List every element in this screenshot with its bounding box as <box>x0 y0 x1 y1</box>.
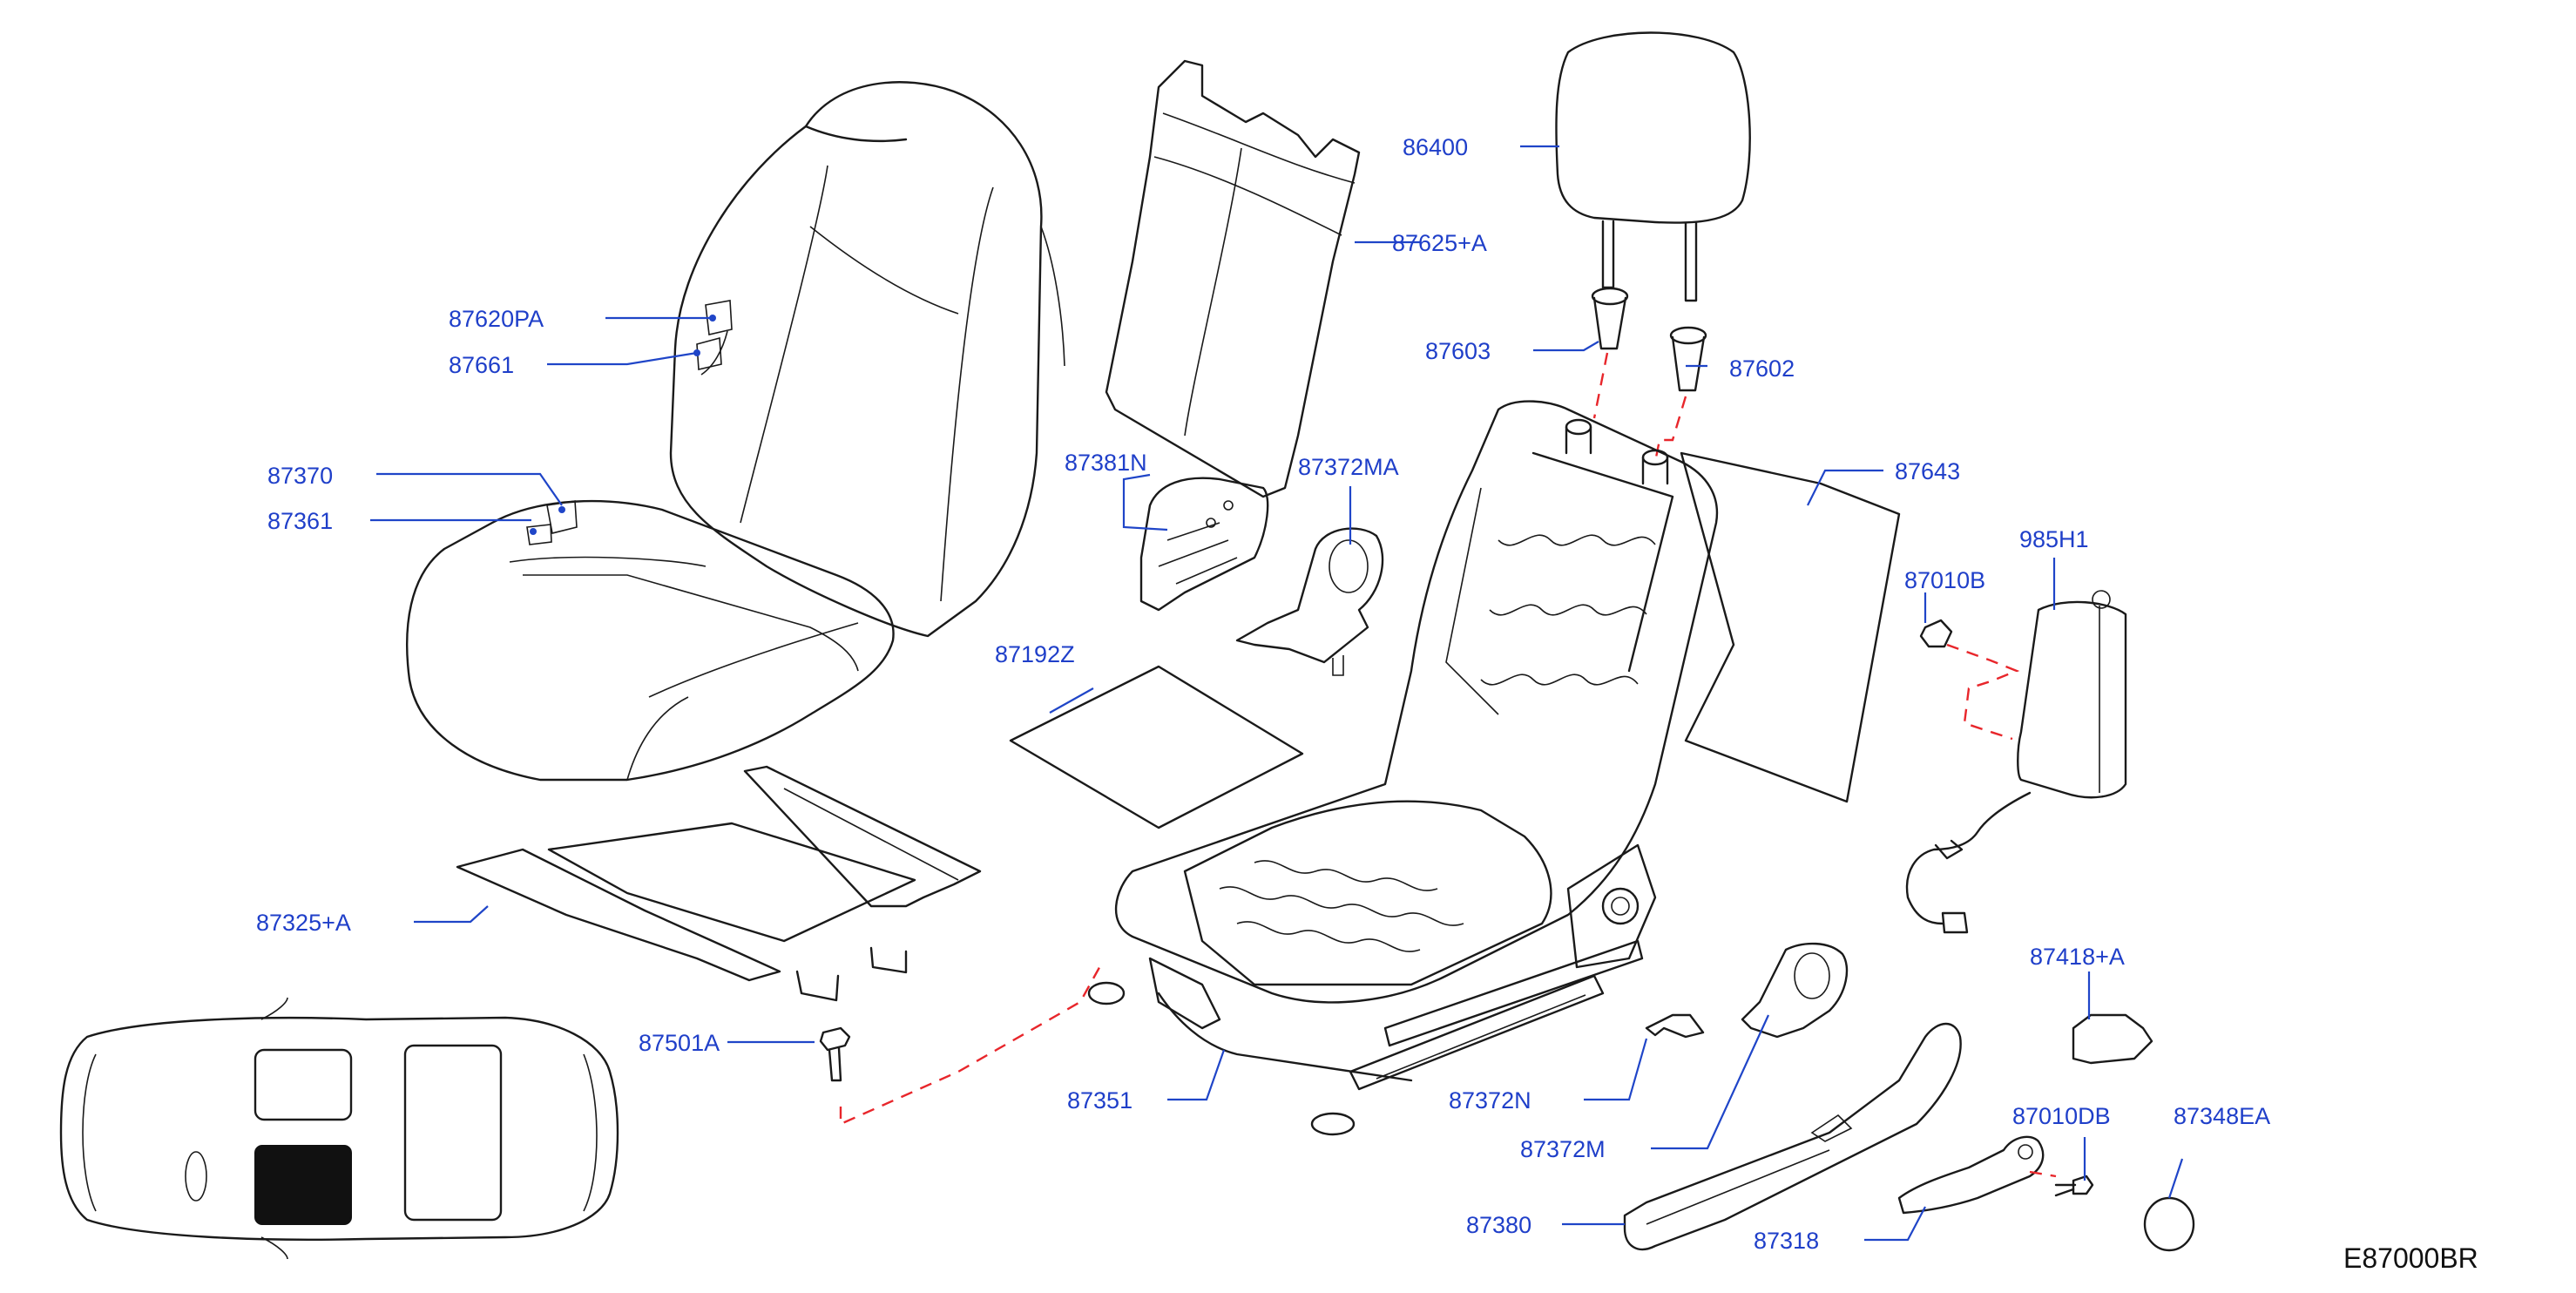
label-87381N: 87381N <box>1065 450 1147 476</box>
label-87372MA: 87372MA <box>1298 454 1399 480</box>
diagram-code: E87000BR <box>2343 1242 2478 1274</box>
pad-87192Z <box>1009 665 1304 829</box>
label-87372M: 87372M <box>1520 1136 1606 1162</box>
finisher-87372M <box>1741 942 1849 1039</box>
label-87372N: 87372N <box>1449 1087 1531 1114</box>
label-87620PA: 87620PA <box>449 306 544 332</box>
side-airbag-985H1 <box>1905 590 2127 934</box>
label-87351: 87351 <box>1067 1087 1132 1114</box>
label-87501A: 87501A <box>639 1030 720 1056</box>
seat-location-marker <box>254 1145 352 1225</box>
seat-back-cover <box>669 81 1065 638</box>
lever-87318 <box>1897 1135 2045 1215</box>
label-87325A: 87325+A <box>256 910 351 936</box>
cover-87418A <box>2072 1013 2153 1065</box>
finisher-87372N <box>1645 1013 1705 1039</box>
back-panel <box>1105 59 1361 498</box>
screw-87010DB <box>2054 1175 2094 1197</box>
nut-87010B <box>1919 619 1953 648</box>
clip-87370 <box>546 500 578 534</box>
label-87370: 87370 <box>267 463 333 489</box>
label-87625A: 87625+A <box>1392 230 1487 256</box>
label-87192Z: 87192Z <box>995 641 1075 667</box>
label-87010B: 87010B <box>1904 567 1985 593</box>
vehicle-locator <box>59 997 619 1260</box>
label-87661: 87661 <box>449 352 514 378</box>
label-985H1: 985H1 <box>2019 526 2089 552</box>
headrest-guide-left <box>1591 287 1629 350</box>
label-87380: 87380 <box>1466 1212 1531 1238</box>
label-87361: 87361 <box>267 508 333 534</box>
clip-87661 <box>696 336 722 370</box>
cushion-plates-87325A <box>456 765 982 1002</box>
label-87603: 87603 <box>1425 338 1491 364</box>
label-87318: 87318 <box>1754 1228 1819 1254</box>
clip-87361 <box>526 524 552 545</box>
seat-cushion <box>406 499 895 782</box>
headrest <box>1555 31 1751 302</box>
label-87602: 87602 <box>1729 355 1795 382</box>
label-86400: 86400 <box>1403 134 1468 160</box>
cap-87348EA <box>2143 1196 2195 1252</box>
label-87348EA: 87348EA <box>2174 1103 2270 1129</box>
back-board-87643 <box>1680 451 1901 803</box>
finisher-87372MA <box>1235 527 1384 676</box>
bolt-87501A <box>819 1026 851 1082</box>
seat-frame <box>1087 400 1719 1136</box>
label-87643: 87643 <box>1895 458 1960 484</box>
label-87418A: 87418+A <box>2030 944 2125 970</box>
leader-lines <box>370 145 2184 1242</box>
clip-87620PA <box>705 300 733 335</box>
trim-bracket-87381N <box>1139 477 1269 612</box>
label-87010DB: 87010DB <box>2012 1103 2111 1129</box>
headrest-guide-right <box>1669 326 1707 392</box>
side-cover-87380 <box>1623 1022 1962 1251</box>
